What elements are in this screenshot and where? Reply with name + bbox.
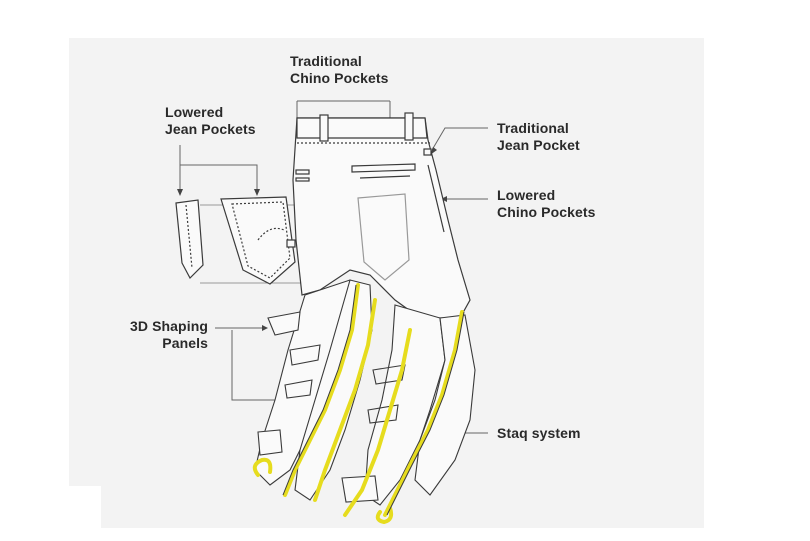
label-line: Jean Pockets xyxy=(165,121,256,137)
staq-hook-left xyxy=(252,457,273,477)
waistband xyxy=(296,117,428,139)
label-traditional-chino-pockets: Traditional Chino Pockets xyxy=(290,53,389,87)
side-jean-pocket xyxy=(175,199,204,279)
label-line: Chino Pockets xyxy=(290,70,389,86)
label-line: Chino Pockets xyxy=(497,204,596,220)
staq-strap-1 xyxy=(283,283,360,497)
pants-legs xyxy=(254,279,476,506)
label-line: Lowered xyxy=(497,187,556,203)
staq-strap-outlines xyxy=(282,284,465,516)
pants-body xyxy=(292,112,471,319)
shaping-panel-flap xyxy=(267,311,301,336)
corner-notch xyxy=(69,486,101,528)
label-lowered-jean-pockets: Lowered Jean Pockets xyxy=(165,104,256,138)
lowered-chino-slit xyxy=(427,164,445,233)
belt-loop-right xyxy=(404,112,414,141)
label-line: Lowered xyxy=(165,104,224,120)
label-line: Traditional xyxy=(497,120,569,136)
coin-pocket-rivet xyxy=(423,148,432,156)
pants-seat xyxy=(292,117,471,319)
staq-straps xyxy=(252,283,464,525)
label-shaping-panels: 3D Shaping Panels xyxy=(108,318,208,352)
label-line: Panels xyxy=(162,335,208,351)
right-leg-outer xyxy=(414,314,476,496)
staq-strap-2 xyxy=(313,298,377,502)
detached-jean-pockets xyxy=(175,196,296,285)
staq-strap-3 xyxy=(383,310,464,517)
back-jean-pocket xyxy=(220,196,296,285)
label-line: Staq system xyxy=(497,425,581,441)
label-lowered-chino-pockets: Lowered Chino Pockets xyxy=(497,187,596,221)
belt-loop-left xyxy=(319,114,329,142)
back-pocket-outline xyxy=(357,193,410,281)
right-hem xyxy=(341,475,379,503)
label-traditional-jean-pocket: Traditional Jean Pocket xyxy=(497,120,580,154)
leader-lowered-jean xyxy=(179,145,258,190)
label-line: Jean Pocket xyxy=(497,137,580,153)
label-line: Traditional xyxy=(290,53,362,69)
leader-traditional-jean xyxy=(431,127,488,151)
label-staq-system: Staq system xyxy=(497,425,581,442)
left-hem xyxy=(257,429,283,456)
staq-strap-4 xyxy=(343,328,412,517)
chino-pocket-left-2 xyxy=(295,177,310,182)
chino-pocket-left xyxy=(295,169,310,175)
staq-hook-right xyxy=(375,506,394,525)
chino-welt-pocket xyxy=(351,163,416,173)
label-line: 3D Shaping xyxy=(129,318,208,334)
